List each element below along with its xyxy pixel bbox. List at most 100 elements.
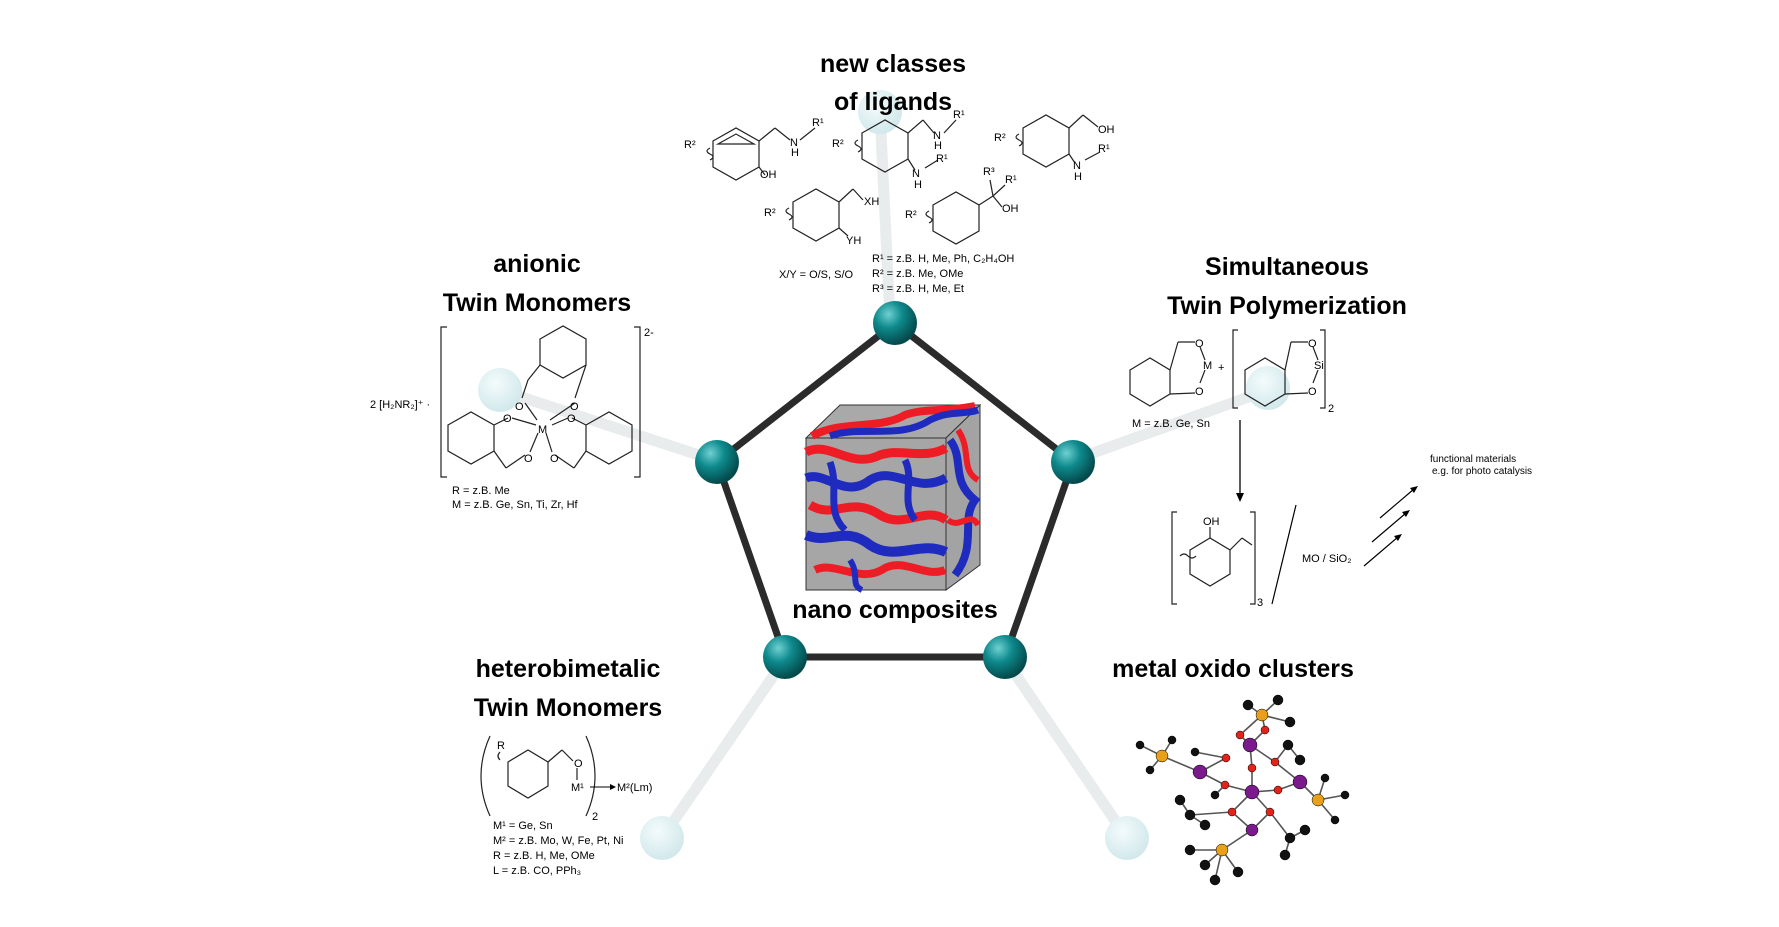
cluster-atom — [1215, 843, 1229, 857]
hetero-note-l: L = z.B. CO, PPh₃ — [493, 865, 581, 877]
cluster-atom — [1330, 815, 1340, 825]
sim-o2: O — [1195, 386, 1204, 398]
ligand-1-r2: R² — [684, 139, 696, 151]
cluster-atom — [1320, 773, 1330, 783]
anionic-metal: M — [538, 424, 547, 436]
ghost-node-right — [1246, 366, 1290, 410]
ligand-structure-2: R² N H R¹ N H R¹ — [832, 109, 965, 191]
ligand-3-h: H — [1074, 171, 1082, 183]
ligand-2-h: H — [934, 140, 942, 152]
anionic-o5: O — [524, 453, 533, 465]
center-label: nano composites — [792, 596, 998, 624]
cluster-atom — [1242, 699, 1254, 711]
composite-cube-image — [803, 402, 982, 593]
ligand-note-r1: R¹ = z.B. H, Me, Ph, C₂H₄OH — [872, 253, 1014, 265]
hetero-note-m1: M¹ = Ge, Sn — [493, 820, 553, 832]
anionic-o1: O — [515, 401, 524, 413]
node-top — [873, 301, 917, 345]
cluster-atom — [1167, 735, 1177, 745]
ligand-note-r3: R³ = z.B. H, Me, Et — [872, 283, 964, 295]
sim-si: Si — [1314, 360, 1324, 372]
sim-plus: + — [1218, 362, 1224, 374]
ligand-2-r2: R² — [832, 138, 844, 150]
ligand-5-r2: R² — [905, 209, 917, 221]
ligand-5-oh: OH — [1002, 203, 1019, 215]
cluster-atom — [1273, 785, 1283, 795]
node-bottom-right — [983, 635, 1027, 679]
cluster-atom — [1284, 716, 1296, 728]
hetero-r: R — [497, 740, 505, 752]
ligand-4-yh: YH — [846, 235, 861, 247]
oxido-section: metal oxido clusters — [1112, 655, 1354, 886]
sim-functional-line1: functional materials — [1430, 454, 1516, 465]
spoke-bottom-left — [656, 650, 793, 844]
cluster-atom — [1270, 757, 1280, 767]
sim-o1: O — [1195, 338, 1204, 350]
ligand-5-r3: R³ — [983, 166, 995, 178]
node-right — [1051, 440, 1095, 484]
hetero-title-line2: Twin Monomers — [474, 694, 662, 722]
hetero-note-r: R = z.B. H, Me, OMe — [493, 850, 595, 862]
hetero-m2: M²(Lm) — [617, 782, 652, 794]
anionic-charge: 2- — [644, 327, 654, 339]
cluster-atom — [1184, 844, 1196, 856]
cluster-atom — [1245, 823, 1259, 837]
sim-o3: O — [1308, 338, 1317, 350]
simultaneous-title-line1: Simultaneous — [1205, 253, 1369, 281]
spoke-bottom-right — [997, 650, 1133, 844]
hetero-title-line1: heterobimetalic — [476, 655, 661, 683]
ligand-1-h: H — [791, 147, 799, 159]
anionic-o2: O — [570, 401, 579, 413]
cluster-atom — [1199, 819, 1211, 831]
cluster-atom — [1227, 807, 1237, 817]
node-bottom-left — [763, 635, 807, 679]
cluster-atom — [1292, 774, 1308, 790]
hetero-m1: M¹ — [571, 782, 584, 794]
cluster-atom — [1260, 725, 1270, 735]
sim-n: 3 — [1257, 597, 1263, 609]
cluster-atom — [1232, 866, 1244, 878]
cluster-atom — [1272, 694, 1284, 706]
anionic-title-line2: Twin Monomers — [443, 289, 631, 317]
simultaneous-section: Simultaneous Twin Polymerization O M O +… — [1129, 253, 1532, 609]
ligand-2-n2: N — [912, 168, 920, 180]
spoke-right — [1062, 384, 1274, 468]
cluster-atom — [1265, 807, 1275, 817]
sim-subscript: 2 — [1328, 403, 1334, 415]
sim-m: M — [1203, 360, 1212, 372]
ligand-structure-4: R² XH YH — [764, 188, 879, 247]
ligand-note-xy: X/Y = O/S, S/O — [779, 269, 854, 281]
ligand-3-r1: R¹ — [1098, 143, 1110, 155]
ligand-1-r1: R¹ — [812, 117, 824, 129]
cluster-bond — [1269, 811, 1291, 839]
spokes — [478, 90, 1290, 860]
cluster-atom — [1192, 764, 1208, 780]
sim-product: MO / SiO₂ — [1302, 553, 1352, 565]
ligand-5-r1: R¹ — [1005, 174, 1017, 186]
cluster-atom — [1220, 780, 1230, 790]
anionic-note-m: M = z.B. Ge, Sn, Ti, Zr, Hf — [452, 499, 579, 511]
ligands-title-line1: new classes — [820, 50, 966, 78]
ligand-1-oh: OH — [760, 169, 777, 181]
cluster-atom — [1340, 790, 1350, 800]
cluster-atom — [1294, 754, 1306, 766]
spoke-top — [874, 106, 896, 326]
cluster-atom — [1210, 790, 1220, 800]
anionic-o3: O — [503, 413, 512, 425]
cluster-atom — [1174, 794, 1186, 806]
ligand-4-r2: R² — [764, 207, 776, 219]
cluster-atom — [1255, 708, 1269, 722]
ligand-2-r1b: R¹ — [936, 153, 948, 165]
hetero-note-m2: M² = z.B. Mo, W, Fe, Pt, Ni — [493, 835, 624, 847]
node-left — [695, 440, 739, 484]
hetero-o: O — [574, 758, 583, 770]
spoke-left — [494, 384, 726, 468]
ghost-node-bottom-left — [640, 816, 684, 860]
cluster-atom — [1282, 739, 1294, 751]
anionic-o6: O — [550, 453, 559, 465]
cluster-atom — [1209, 874, 1221, 886]
anionic-counter-ion: 2 [H₂NR₂]⁺ · — [370, 399, 430, 411]
ligands-title-line2: of ligands — [834, 88, 952, 116]
cluster-atom — [1199, 859, 1211, 871]
